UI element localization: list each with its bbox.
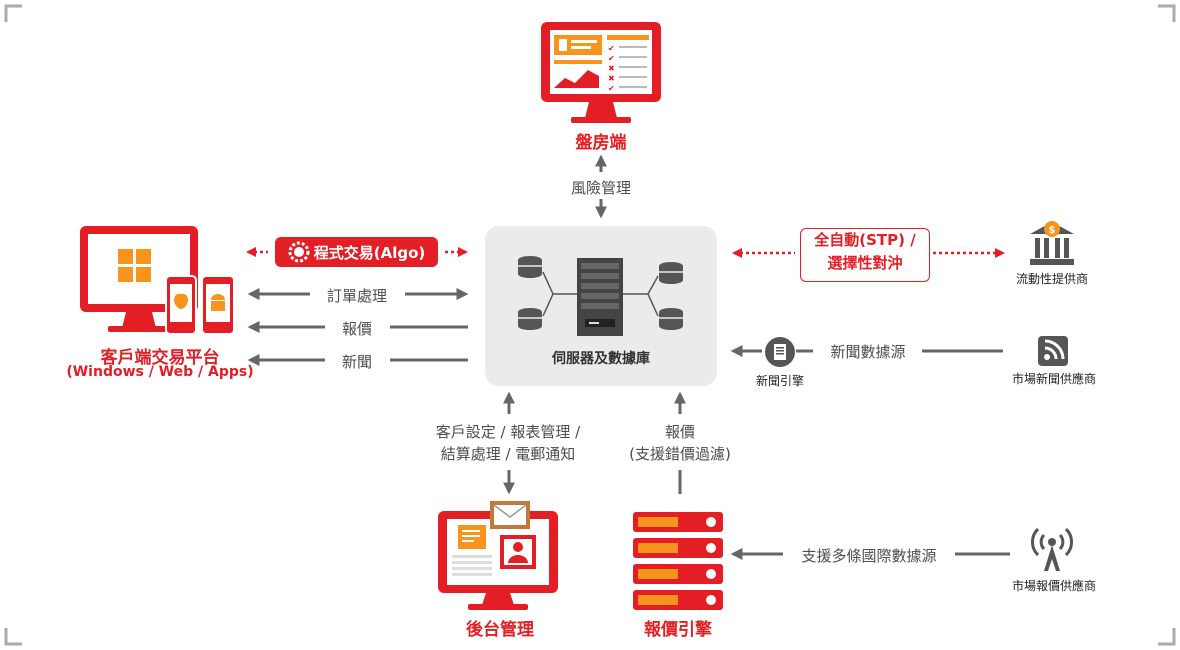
client-platform-label: 客戶端交易平台	[100, 348, 220, 368]
market-news-provider-label: 市場新聞供應商	[1011, 372, 1096, 386]
dealer-monitor-icon: ✔✔✖ ✖✔	[541, 22, 661, 123]
risk-management-label: 風險管理	[570, 179, 631, 197]
news-data-source-label: 新聞數據源	[830, 343, 906, 361]
stp-label-line1: 全自動(STP) /	[814, 231, 916, 249]
quote-engine-server-icon	[633, 512, 723, 610]
quote-flow-label: 報價 (支援錯價過濾)	[610, 421, 750, 465]
svg-text:$: $	[1049, 225, 1056, 236]
backoffice-flow-line1: 客戶設定 / 報表管理 /	[435, 423, 581, 441]
user-card-icon	[500, 535, 536, 569]
algo-trading-badge: 程式交易(Algo)	[275, 237, 438, 267]
stp-label-line2: 選擇性對沖	[827, 254, 903, 272]
order-processing-label: 訂單處理	[326, 287, 387, 305]
market-quote-provider-label: 市場報價供應商	[1011, 579, 1096, 593]
news-engine-icon	[765, 337, 795, 367]
svg-text:✖: ✖	[608, 74, 615, 83]
svg-text:✖: ✖	[608, 64, 615, 73]
backoffice-flow-label: 客戶設定 / 報表管理 / 結算處理 / 電郵通知	[410, 421, 606, 465]
quote-flow-line2: (支援錯價過濾)	[629, 445, 731, 463]
backoffice-flow-line2: 結算處理 / 電郵通知	[440, 445, 576, 463]
client-platform-sub-label: (Windows / Web / Apps)	[66, 364, 254, 380]
back-office-label: 後台管理	[466, 620, 534, 640]
news-engine-label: 新聞引擎	[755, 374, 804, 388]
database-icon	[518, 256, 683, 330]
news-label: 新聞	[341, 353, 372, 371]
client-devices-icon	[80, 226, 235, 335]
liquidity-provider-label: 流動性提供商	[1015, 272, 1088, 286]
svg-text:✔: ✔	[608, 54, 615, 63]
quote-engine-label: 報價引擎	[644, 620, 712, 640]
svg-text:✔: ✔	[608, 44, 615, 53]
rss-icon	[1038, 336, 1068, 366]
algo-trading-label: 程式交易(Algo)	[313, 243, 426, 262]
gear-icon	[288, 241, 310, 263]
mail-icon	[490, 501, 530, 529]
bank-icon: $	[1030, 221, 1074, 265]
multi-source-label: 支援多條國際數據源	[801, 547, 937, 565]
stp-hedging-box: 全自動(STP) / 選擇性對沖	[800, 228, 930, 282]
server-db-label: 伺服器及數據庫	[552, 351, 650, 367]
dealer-terminal-label: 盤房端	[575, 133, 627, 153]
back-office-monitor-icon	[438, 501, 558, 610]
server-rack-icon	[577, 258, 623, 336]
quotes-label: 報價	[341, 320, 372, 338]
svg-text:✔: ✔	[608, 84, 615, 93]
server-database-icon	[518, 256, 683, 336]
quote-flow-line1: 報價	[664, 423, 695, 441]
antenna-icon	[1031, 527, 1073, 571]
